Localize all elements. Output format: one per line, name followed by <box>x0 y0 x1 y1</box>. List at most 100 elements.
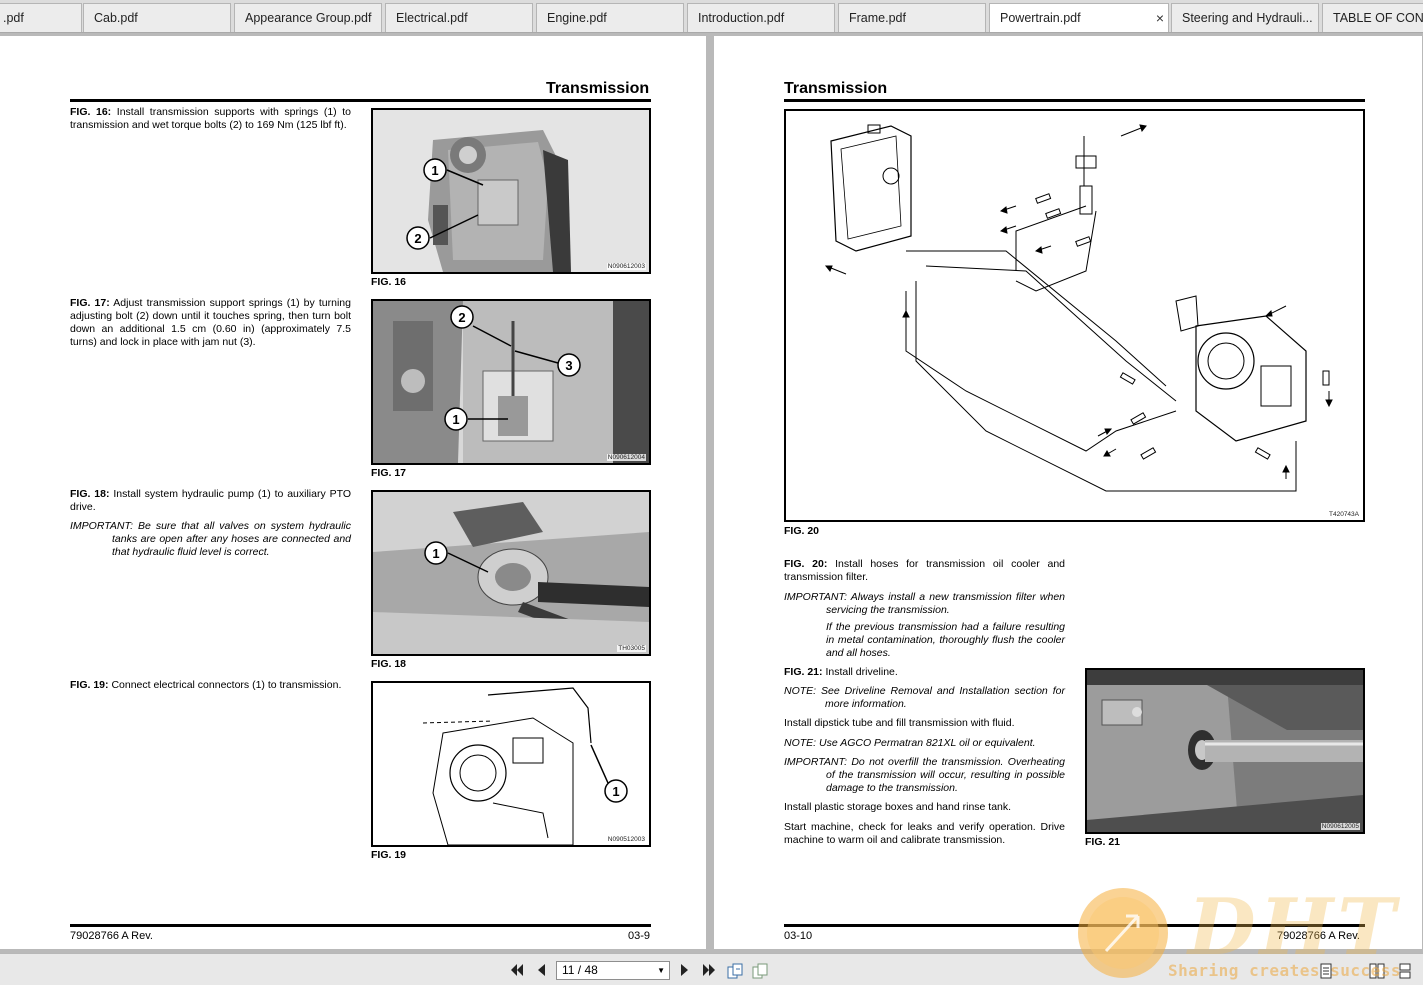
fig18-code: TH03005 <box>617 645 646 652</box>
footer-page-number: 03-9 <box>628 930 651 942</box>
fig16-caption: FIG. 16 <box>371 276 407 288</box>
tab-pdf[interactable]: .pdf <box>0 3 82 32</box>
fig21-note: NOTE: See Driveline Removal and Installa… <box>784 685 1065 711</box>
fig20-description: FIG. 20: Install hoses for transmission … <box>784 558 1065 584</box>
fig21-note-text: NOTE: See Driveline Removal and Installa… <box>784 685 1065 710</box>
tab-label: Electrical.pdf <box>396 11 468 25</box>
page-number-value: 11 / 48 <box>562 963 598 977</box>
fig21-description: FIG. 21: Install driveline. <box>784 666 1065 679</box>
tab-label: Cab.pdf <box>94 11 138 25</box>
fig21-label: FIG. 21: <box>784 666 823 678</box>
two-page-view-icon[interactable] <box>1369 963 1385 979</box>
fig19-code: N090512003 <box>606 836 646 843</box>
fig19-callout-1: 1 <box>612 784 619 799</box>
tab-label: Engine.pdf <box>547 11 607 25</box>
fig18-important-note: IMPORTANT: Be sure that all valves on sy… <box>70 520 351 559</box>
fig18-important-text: IMPORTANT: Be sure that all valves on sy… <box>70 520 351 558</box>
fig17-label: FIG. 17: <box>70 297 110 309</box>
fig20-label: FIG. 20: <box>784 558 828 570</box>
document-tab-bar: .pdf Cab.pdf Appearance Group.pdf Electr… <box>0 0 1423 33</box>
document-viewport[interactable]: Transmission FIG. 16: Install transmissi… <box>0 33 1423 953</box>
fig19-caption: FIG. 19 <box>371 849 407 861</box>
footer-page-number: 03-10 <box>784 930 813 942</box>
tab-table-of-contents[interactable]: TABLE OF CONT <box>1322 3 1423 32</box>
tab-label: Frame.pdf <box>849 11 906 25</box>
fig16-image: 1 2 N090612003 <box>371 108 651 274</box>
fig20-image: T420743A <box>784 109 1365 522</box>
tab-engine[interactable]: Engine.pdf <box>536 3 684 32</box>
tab-frame[interactable]: Frame.pdf <box>838 3 986 32</box>
fig21-instruction-start: Start machine, check for leaks and verif… <box>784 821 1065 846</box>
fig20-important-text-2: If the previous transmission had a failu… <box>826 621 1065 659</box>
title-rule <box>784 99 1365 102</box>
tab-appearance-group[interactable]: Appearance Group.pdf <box>234 3 382 32</box>
fig20-caption: FIG. 20 <box>784 525 820 537</box>
chevron-down-icon[interactable]: ▼ <box>657 966 665 975</box>
fit-page-icon[interactable] <box>752 963 768 979</box>
fig21-important-note: IMPORTANT: Do not overfill the transmiss… <box>784 756 1065 795</box>
tab-cab[interactable]: Cab.pdf <box>83 3 231 32</box>
fig16-callout-1: 1 <box>431 163 438 178</box>
page-number-input[interactable]: 11 / 48 ▼ <box>556 961 670 980</box>
fig18-text: Install system hydraulic pump (1) to aux… <box>70 488 352 513</box>
close-tab-icon[interactable]: × <box>1155 10 1164 26</box>
next-page-icon[interactable] <box>677 963 691 977</box>
fig19-image: 1 N090512003 <box>371 681 651 847</box>
tab-powertrain[interactable]: Powertrain.pdf × <box>989 3 1169 32</box>
continuous-view-icon[interactable] <box>1397 963 1413 979</box>
single-page-view-icon[interactable] <box>1318 963 1334 979</box>
fig20-important-text: IMPORTANT: Always install a new transmis… <box>784 591 1065 616</box>
tab-label: Steering and Hydrauli... <box>1182 11 1313 25</box>
tab-label: Appearance Group.pdf <box>245 11 372 25</box>
fig21-text: Install driveline. <box>825 666 898 678</box>
pdf-page-left: Transmission FIG. 16: Install transmissi… <box>0 36 706 949</box>
fig21-caption: FIG. 21 <box>1085 836 1121 848</box>
title-rule <box>70 99 651 102</box>
fig18-description: FIG. 18: Install system hydraulic pump (… <box>70 488 351 514</box>
first-page-icon[interactable] <box>510 963 524 977</box>
last-page-icon[interactable] <box>702 963 716 977</box>
tab-electrical[interactable]: Electrical.pdf <box>385 3 533 32</box>
fig17-image: 2 3 1 N090612004 <box>371 299 651 465</box>
fig16-text: Install transmission supports with sprin… <box>70 106 352 131</box>
fig18-callout-1: 1 <box>432 546 439 561</box>
tab-introduction[interactable]: Introduction.pdf <box>687 3 835 32</box>
fig16-callout-2: 2 <box>414 231 421 246</box>
fig20-text: Install hoses for transmission oil coole… <box>784 558 1065 583</box>
fig17-callout-3: 3 <box>565 358 572 373</box>
fig18-caption: FIG. 18 <box>371 658 407 670</box>
footer-rule <box>70 924 651 927</box>
fig21-important-text: IMPORTANT: Do not overfill the transmiss… <box>784 756 1065 794</box>
tab-label: TABLE OF CONT <box>1333 11 1423 25</box>
navigation-toolbar: 11 / 48 ▼ <box>0 953 1423 985</box>
fig17-description: FIG. 17: Adjust transmission support spr… <box>70 297 351 349</box>
fig21-image: N090612005 <box>1085 668 1365 834</box>
fig20-important-note-2: If the previous transmission had a failu… <box>826 621 1065 660</box>
fig18-image: 1 TH03005 <box>371 490 651 656</box>
footer-doc-number: 79028766 A Rev. <box>70 930 153 942</box>
fig18-label: FIG. 18: <box>70 488 110 500</box>
rotate-page-icon[interactable] <box>727 963 743 979</box>
fig16-code: N090612003 <box>606 263 646 270</box>
fig21-note-oil: NOTE: Use AGCO Permatran 821XL oil or eq… <box>784 737 1065 750</box>
footer-doc-number: 79028766 A Rev. <box>1277 930 1360 942</box>
footer-rule <box>784 924 1365 927</box>
page-title: Transmission <box>546 80 650 97</box>
fig17-code: N090612004 <box>606 454 646 461</box>
fig20-code: T420743A <box>1328 511 1360 518</box>
tab-label: Powertrain.pdf <box>1000 11 1081 25</box>
fig19-description: FIG. 19: Connect electrical connectors (… <box>70 679 351 692</box>
fig17-callout-1: 1 <box>452 412 459 427</box>
tab-label: .pdf <box>3 11 24 25</box>
tab-label: Introduction.pdf <box>698 11 785 25</box>
page-title: Transmission <box>784 80 888 97</box>
fig17-text: Adjust transmission support springs (1) … <box>70 297 351 348</box>
fig16-description: FIG. 16: Install transmission supports w… <box>70 106 351 132</box>
fig21-instruction-storage: Install plastic storage boxes and hand r… <box>784 801 1012 813</box>
prev-page-icon[interactable] <box>535 963 549 977</box>
fig17-callout-2: 2 <box>458 310 465 325</box>
fig21-note-oil-text: NOTE: Use AGCO Permatran 821XL oil or eq… <box>784 737 1036 749</box>
fig19-text: Connect electrical connectors (1) to tra… <box>111 679 342 691</box>
tab-steering-and-hydraulics[interactable]: Steering and Hydrauli... <box>1171 3 1319 32</box>
fig20-important-note: IMPORTANT: Always install a new transmis… <box>784 591 1065 617</box>
